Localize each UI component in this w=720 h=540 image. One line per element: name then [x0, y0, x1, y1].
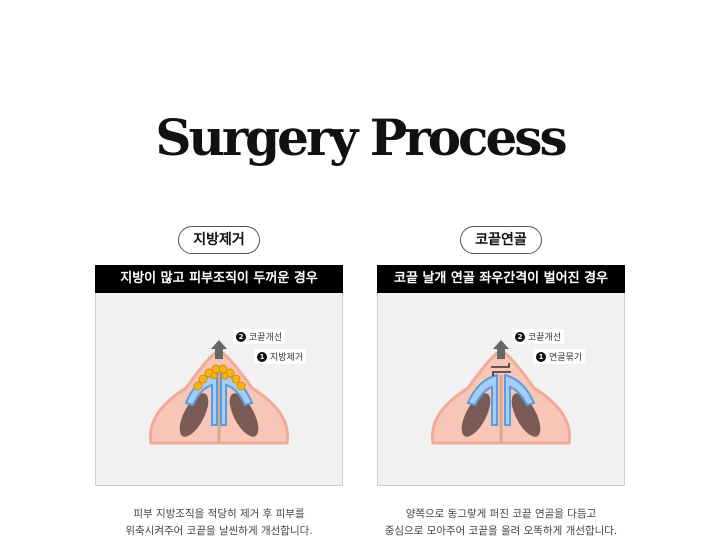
- nose-fat-illustration: [148, 340, 290, 445]
- label-text: 지방제거: [270, 353, 304, 363]
- section-pill: 지방제거: [178, 226, 260, 254]
- section-pill: 코끝연골: [460, 226, 542, 254]
- nose-cartilage-illustration: [430, 340, 572, 445]
- step-number: 2: [236, 331, 246, 342]
- section-description: 양쪽으로 동그랗게 퍼진 코끝 연골을 다듬고 중심으로 모아주어 코끝을 올려…: [377, 506, 625, 540]
- step-number: 2: [515, 331, 525, 342]
- label-text: 코끝개선: [249, 333, 283, 343]
- page-title: Surgery Process: [155, 108, 567, 167]
- description-line: 피부 지방조직을 적당히 제거 후 피부를: [133, 508, 305, 520]
- label-text: 코끝개선: [528, 333, 562, 343]
- description-line: 중심으로 모아주어 코끝을 올려 오똑하게 개선합니다.: [384, 525, 618, 537]
- step-number: 1: [536, 351, 546, 362]
- description-line: 위축시켜주어 코끝을 날씬하게 개선합니다.: [125, 525, 313, 537]
- label-text: 연골묶기: [549, 353, 583, 363]
- section-header: 지방이 많고 피부조직이 두꺼운 경우: [95, 265, 343, 293]
- step-number: 1: [257, 351, 267, 362]
- section-description: 피부 지방조직을 적당히 제거 후 피부를 위축시켜주어 코끝을 날씬하게 개선…: [95, 506, 343, 540]
- description-line: 양쪽으로 동그랗게 퍼진 코끝 연골을 다듬고: [405, 508, 597, 520]
- section-header: 코끝 날개 연골 좌우간격이 벌어진 경우: [377, 265, 625, 293]
